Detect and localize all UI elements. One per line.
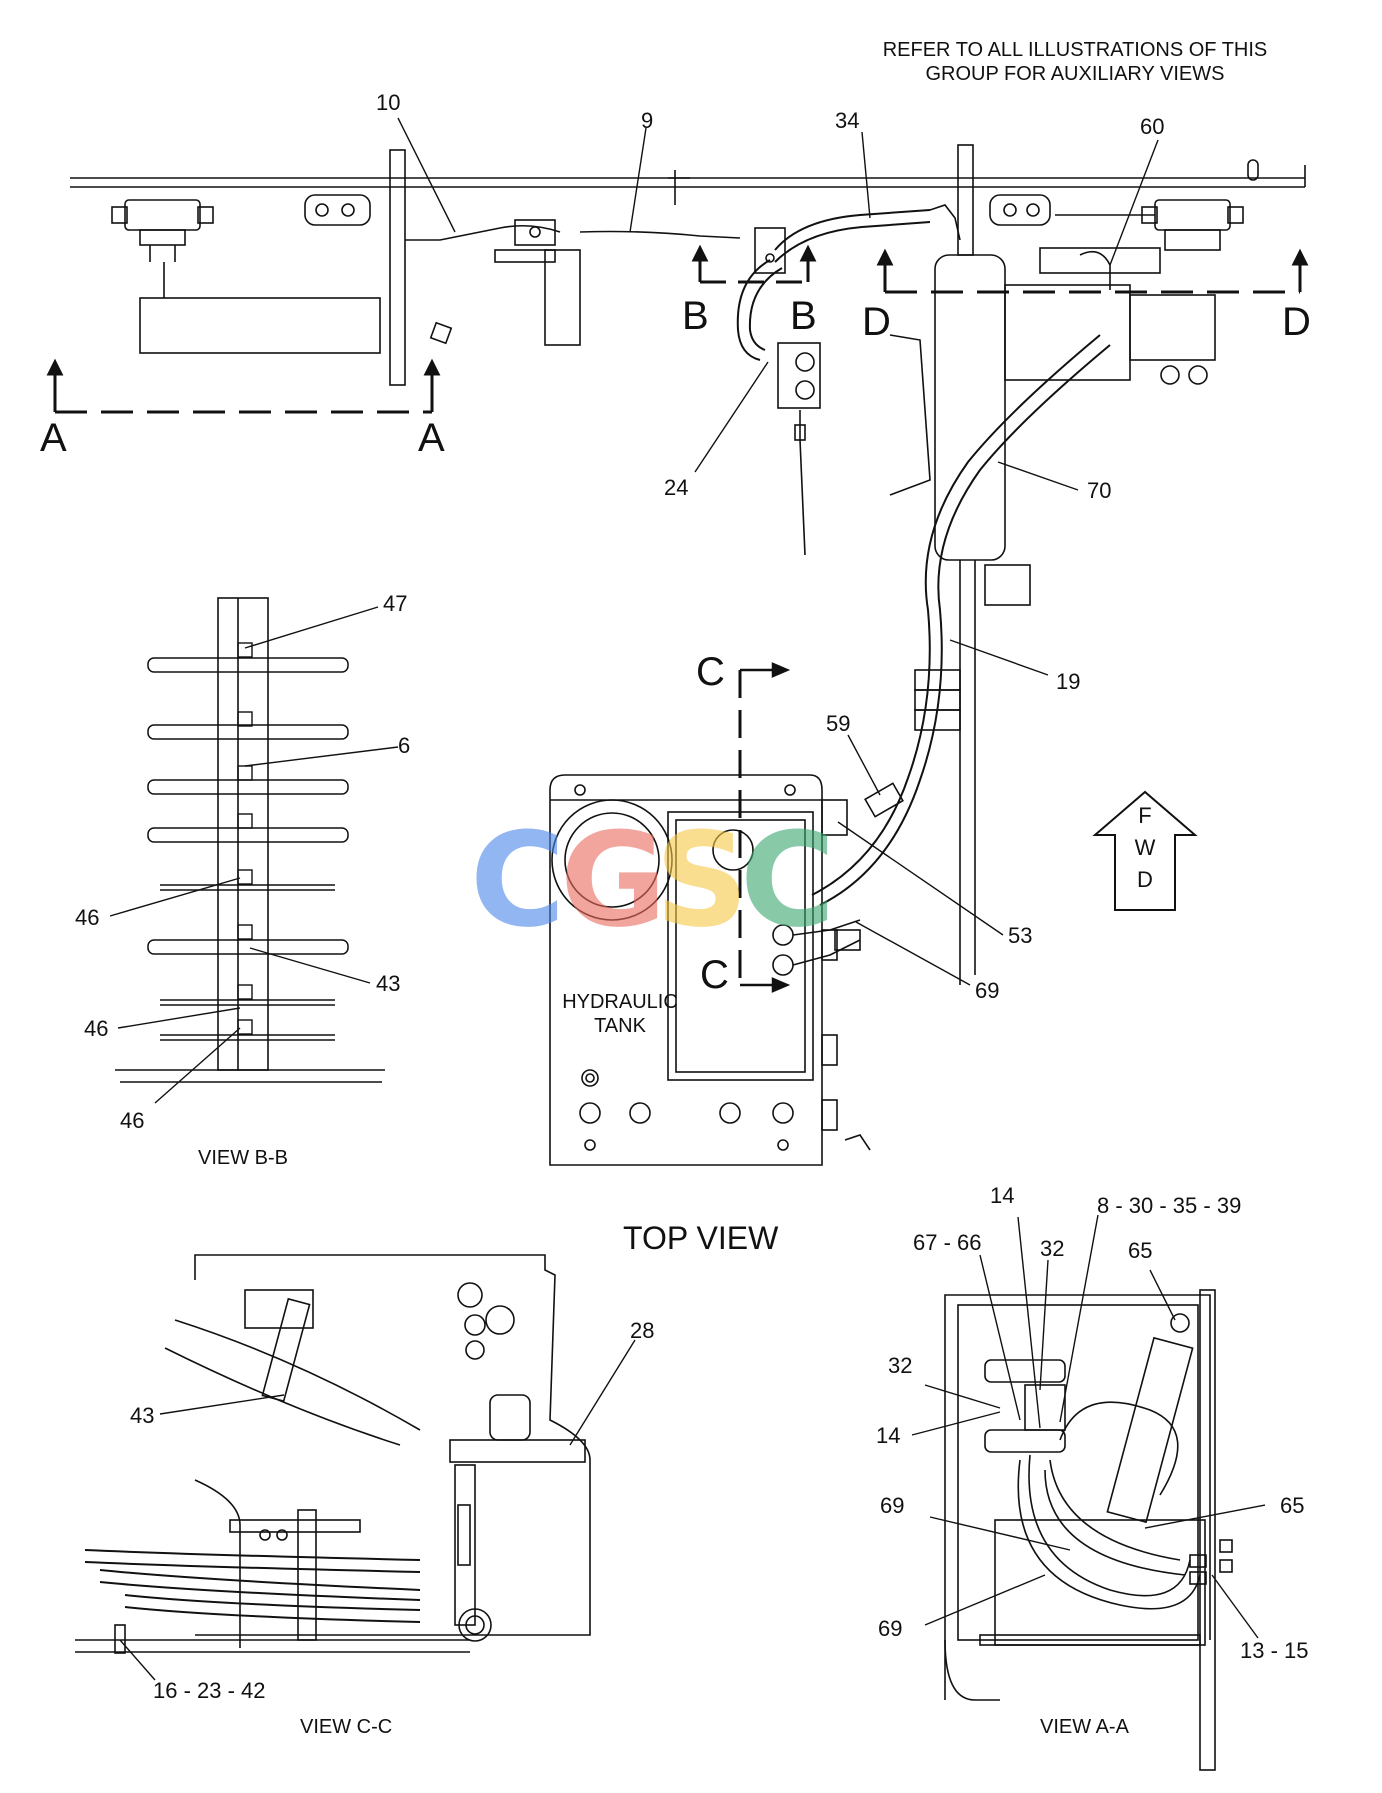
fwd-arrow bbox=[1092, 790, 1198, 911]
fwd-d: D bbox=[1137, 867, 1153, 892]
section-mark-d-left: D bbox=[862, 300, 891, 344]
view-aa-title: VIEW A-A bbox=[1040, 1716, 1129, 1738]
aa-callout-8-30-35-39: 8 - 30 - 35 - 39 bbox=[1097, 1193, 1242, 1218]
view-cc-title: VIEW C-C bbox=[300, 1716, 393, 1738]
leader-lines bbox=[109, 117, 1266, 1681]
left-valve-block bbox=[111, 199, 381, 354]
fitting-59 bbox=[864, 782, 904, 818]
fwd-w: W bbox=[1134, 835, 1156, 860]
callout-9: 9 bbox=[641, 108, 654, 133]
cc-callout-28: 28 bbox=[630, 1318, 655, 1343]
frame-rail bbox=[70, 159, 1306, 188]
section-mark-c-top: C bbox=[696, 650, 725, 694]
callout-34: 34 bbox=[835, 108, 860, 133]
cc-callout-43: 43 bbox=[130, 1403, 155, 1428]
callout-59: 59 bbox=[826, 711, 851, 736]
bb-callout-46b: 46 bbox=[84, 1016, 109, 1041]
bb-callout-43: 43 bbox=[376, 971, 401, 996]
section-mark-b-right: B bbox=[790, 294, 817, 338]
tank-label-line-1: HYDRAULIC bbox=[562, 991, 678, 1013]
view-bb-title: VIEW B-B bbox=[198, 1147, 289, 1169]
right-valve-block bbox=[1055, 199, 1244, 251]
clamp-stack-19 bbox=[914, 669, 961, 731]
bracket-bb bbox=[754, 227, 786, 274]
tank-fittings-69 bbox=[772, 919, 861, 976]
callout-24: 24 bbox=[664, 475, 689, 500]
callout-69: 69 bbox=[975, 978, 1000, 1003]
watermark-letter-3: S bbox=[655, 804, 749, 956]
aa-callout-65-top: 65 bbox=[1128, 1238, 1153, 1263]
section-mark-c-bottom: C bbox=[700, 953, 729, 997]
section-arrows-a bbox=[46, 358, 441, 412]
bb-callout-47: 47 bbox=[383, 591, 408, 616]
bb-callout-46a: 46 bbox=[75, 905, 100, 930]
left-bracket bbox=[304, 149, 453, 386]
section-mark-d-right: D bbox=[1282, 300, 1311, 344]
watermark-letter-4: C bbox=[740, 804, 836, 956]
callout-19: 19 bbox=[1056, 669, 1081, 694]
view-aa bbox=[944, 1289, 1233, 1771]
section-arrows-b bbox=[691, 244, 817, 282]
hydraulic-tank-label: HYDRAULIC TANK bbox=[555, 990, 685, 1038]
callout-60: 60 bbox=[1140, 114, 1165, 139]
aa-callout-69-lower: 69 bbox=[878, 1616, 903, 1641]
aa-callout-14-top: 14 bbox=[990, 1183, 1015, 1208]
aa-callout-32-left: 32 bbox=[888, 1353, 913, 1378]
right-bracket bbox=[929, 144, 1051, 256]
watermark-letter-2: G bbox=[560, 804, 667, 956]
callout-53: 53 bbox=[1008, 923, 1033, 948]
hydraulic-tank bbox=[549, 774, 871, 1166]
tank-label-line-2: TANK bbox=[594, 1015, 646, 1037]
tank-column bbox=[889, 247, 1216, 985]
top-view-title: TOP VIEW bbox=[623, 1220, 779, 1256]
callout-10: 10 bbox=[376, 90, 401, 115]
aa-callout-67-66: 67 - 66 bbox=[913, 1230, 982, 1255]
section-mark-a-left: A bbox=[40, 416, 67, 460]
section-arrows-c bbox=[740, 662, 791, 993]
hose-34 bbox=[736, 209, 931, 361]
bb-callout-46c: 46 bbox=[120, 1108, 145, 1133]
section-mark-a-right: A bbox=[418, 416, 445, 460]
section-arrows-d bbox=[876, 248, 1309, 292]
view-bb bbox=[115, 597, 385, 1083]
callout-70: 70 bbox=[1087, 478, 1112, 503]
hose-19 bbox=[811, 334, 1111, 906]
aa-callout-14-left: 14 bbox=[876, 1423, 901, 1448]
aa-callout-69-upper: 69 bbox=[880, 1493, 905, 1518]
view-cc bbox=[75, 1254, 591, 1654]
cc-callout-16-23-42: 16 - 23 - 42 bbox=[153, 1678, 266, 1703]
bb-callout-6: 6 bbox=[398, 733, 411, 758]
fwd-f: F bbox=[1138, 803, 1152, 828]
watermark-letter-1: C bbox=[470, 804, 566, 956]
aa-callout-65-right: 65 bbox=[1280, 1493, 1305, 1518]
valve-24 bbox=[777, 342, 821, 556]
aa-callout-13-15: 13 - 15 bbox=[1240, 1638, 1309, 1663]
reference-note-line-2: GROUP FOR AUXILIARY VIEWS bbox=[925, 63, 1225, 85]
aa-callout-32-top: 32 bbox=[1040, 1236, 1065, 1261]
reference-note: REFER TO ALL ILLUSTRATIONS OF THIS GROUP… bbox=[855, 38, 1295, 86]
hose-9 bbox=[439, 170, 741, 346]
reference-note-line-1: REFER TO ALL ILLUSTRATIONS OF THIS bbox=[882, 39, 1268, 61]
section-mark-b-left: B bbox=[682, 294, 709, 338]
